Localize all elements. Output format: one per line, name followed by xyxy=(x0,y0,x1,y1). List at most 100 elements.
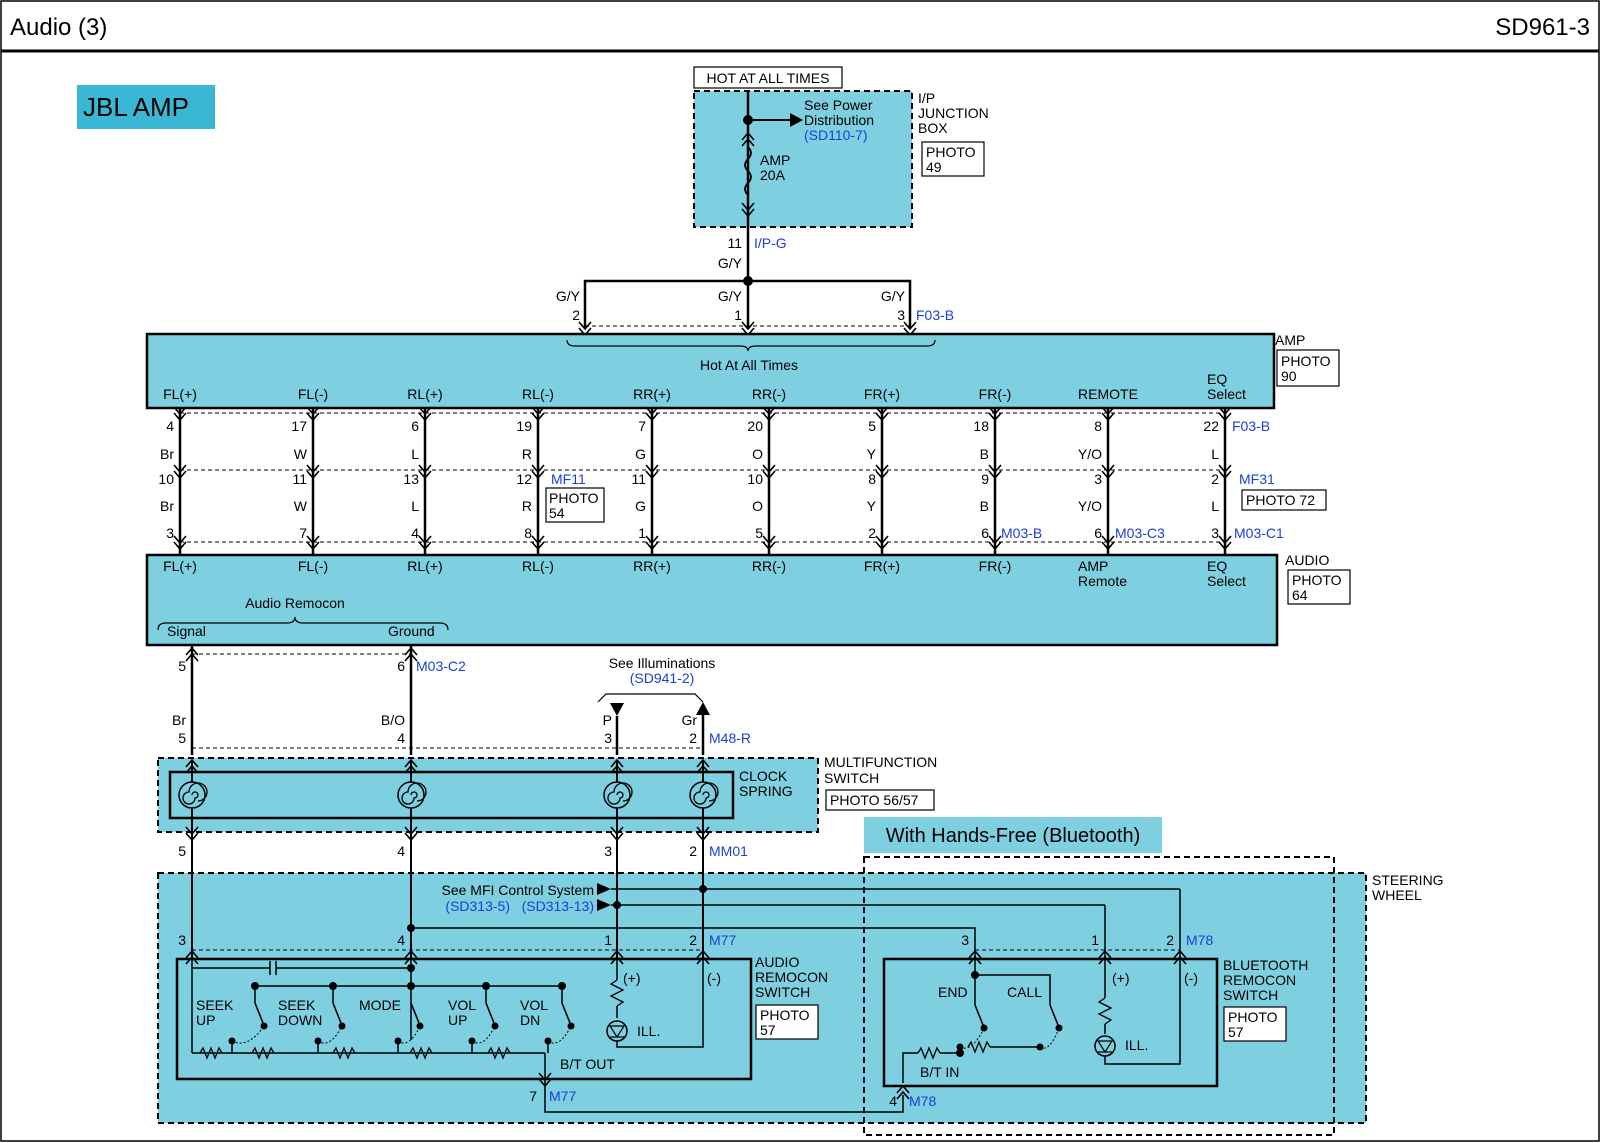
vol-dn-label-1: VOL xyxy=(520,997,548,1013)
m77-connector-bottom: M77 xyxy=(549,1088,576,1104)
wire-color: Y/O xyxy=(1078,446,1102,462)
see-mfi-ref-2[interactable]: (SD313-13) xyxy=(522,898,594,914)
see-power-ref-link[interactable]: (SD110-7) xyxy=(804,127,868,143)
box-label-2: JUNCTION xyxy=(918,105,989,121)
mf-switch-label-2: SWITCH xyxy=(824,770,879,786)
see-illuminations-ref[interactable]: (SD941-2) xyxy=(630,670,695,686)
amp-top-wire-3: G/Y xyxy=(881,288,906,304)
amp-eq-label-2: Select xyxy=(1207,386,1246,402)
m77-connector: M77 xyxy=(709,932,736,948)
mf-pin: 2 xyxy=(1211,471,1219,487)
wire-color: L xyxy=(411,446,419,462)
fuse-rating: 20A xyxy=(760,167,786,183)
wire-color: B xyxy=(980,446,989,462)
see-mfi-ref-1[interactable]: (SD313-5) xyxy=(445,898,510,914)
wire-color-2: L xyxy=(1211,498,1219,514)
amp-eq-label-1: EQ xyxy=(1207,371,1227,387)
m78-connector-top: M78 xyxy=(1186,932,1213,948)
vol-up-label-1: VOL xyxy=(448,997,476,1013)
amp-pin: 4 xyxy=(166,418,174,434)
amp-top-pin-1: 2 xyxy=(572,307,580,323)
amp-terminal-label: FR(-) xyxy=(979,386,1012,402)
audio-ground-label: Ground xyxy=(388,623,435,639)
amp-photo-1: PHOTO xyxy=(1281,353,1331,369)
m03c1-connector: M03-C1 xyxy=(1234,525,1284,541)
audio-pin: 5 xyxy=(755,525,763,541)
amp-terminal-label: RR(+) xyxy=(633,386,671,402)
end-label: END xyxy=(938,984,968,1000)
audio-name: AUDIO xyxy=(1285,552,1329,568)
audio-remocon-switch xyxy=(175,957,753,1081)
m77-pin-2: 2 xyxy=(689,932,697,948)
see-mfi-text: See MFI Control System xyxy=(442,882,595,898)
bt-in-label: B/T IN xyxy=(920,1064,959,1080)
handsfree-badge xyxy=(864,817,1162,853)
steering-label-1: STEERING xyxy=(1372,872,1444,888)
mode-label: MODE xyxy=(359,997,401,1013)
amp-top-wire-1: G/Y xyxy=(556,288,581,304)
audio-terminal-label: FR(+) xyxy=(864,558,900,574)
audio-terminal-label: FR(-) xyxy=(979,558,1012,574)
audio-module xyxy=(145,553,1279,647)
call-label: CALL xyxy=(1007,984,1042,1000)
seek-up-label-1: SEEK xyxy=(196,997,234,1013)
amp-top-wire-2: G/Y xyxy=(718,288,743,304)
audio-eq-label-1: EQ xyxy=(1207,558,1227,574)
amp-hot-text: Hot At All Times xyxy=(700,357,798,373)
section-badge xyxy=(77,85,215,129)
audio-amp-remote-2: Remote xyxy=(1078,573,1127,589)
amp-pin: 20 xyxy=(747,418,763,434)
vol-dn-label-2: DN xyxy=(520,1012,540,1028)
ipg-pin: 11 xyxy=(727,235,742,251)
bt-switch-label-2: REMOCON xyxy=(1223,972,1296,988)
amp-pin: 7 xyxy=(638,418,646,434)
mf-pin: 11 xyxy=(631,471,646,487)
amp-photo-2: 90 xyxy=(1281,368,1297,384)
feed-wire-color: G/Y xyxy=(718,255,743,271)
mf11-photo-ref xyxy=(545,487,605,523)
audio-pin: 2 xyxy=(868,525,876,541)
illum-out-arrow xyxy=(610,703,624,716)
seek-down-label-1: SEEK xyxy=(278,997,316,1013)
wire-color-2: Y xyxy=(867,498,877,514)
amp-top-connector: F03-B xyxy=(916,307,954,323)
mf-pin: 10 xyxy=(158,471,174,487)
amp-terminal-label: RR(-) xyxy=(752,386,786,402)
wire-color-2: W xyxy=(294,498,308,514)
mf31-photo: PHOTO 72 xyxy=(1246,492,1315,508)
wire-br: Br xyxy=(172,712,186,728)
audio-switch-photo-1: PHOTO xyxy=(760,1007,810,1023)
audio-pin: 3 xyxy=(1211,525,1219,541)
m78-pin-4: 4 xyxy=(889,1093,897,1109)
audio-terminal-label: RL(-) xyxy=(522,558,554,574)
wire-color-2: O xyxy=(752,498,763,514)
mf-switch-photo: PHOTO 56/57 xyxy=(830,792,919,808)
amp-terminal-label: FL(-) xyxy=(298,386,328,402)
m03b-connector: M03-B xyxy=(1001,525,1042,541)
see-power-text-2: Distribution xyxy=(804,112,874,128)
box-photo-ref xyxy=(921,141,985,177)
amp-pin: 5 xyxy=(868,418,876,434)
audio-photo-1: PHOTO xyxy=(1292,572,1342,588)
audio-signal-pin: 5 xyxy=(178,658,186,674)
handsfree-badge-label: With Hands-Free (Bluetooth) xyxy=(886,825,1141,847)
amp-pin: 8 xyxy=(1094,418,1102,434)
mm01-pin-2: 2 xyxy=(689,843,697,859)
audio-switch-label-2: REMOCON xyxy=(755,969,828,985)
amp-pin: 17 xyxy=(291,418,307,434)
m78-pin-1: 1 xyxy=(1091,932,1099,948)
mm01-pin-3: 3 xyxy=(604,843,612,859)
bt-switch-photo-1: PHOTO xyxy=(1228,1009,1278,1025)
clock-spring-label-2: SPRING xyxy=(739,783,793,799)
box-photo-2: 49 xyxy=(926,159,942,175)
mf-switch-photo-ref xyxy=(825,789,935,811)
mm01-pin-4: 4 xyxy=(397,843,405,859)
m03c2-connector: M03-C2 xyxy=(416,658,466,674)
amp-top-pin-2: 1 xyxy=(734,307,742,323)
multifunction-switch xyxy=(157,757,819,833)
audio-eq-label-2: Select xyxy=(1207,573,1246,589)
audio-ground-pin: 6 xyxy=(397,658,405,674)
bt-ill-label: ILL. xyxy=(1125,1037,1148,1053)
mf-pin: 3 xyxy=(1094,471,1102,487)
ipg-connector: I/P-G xyxy=(754,235,787,251)
